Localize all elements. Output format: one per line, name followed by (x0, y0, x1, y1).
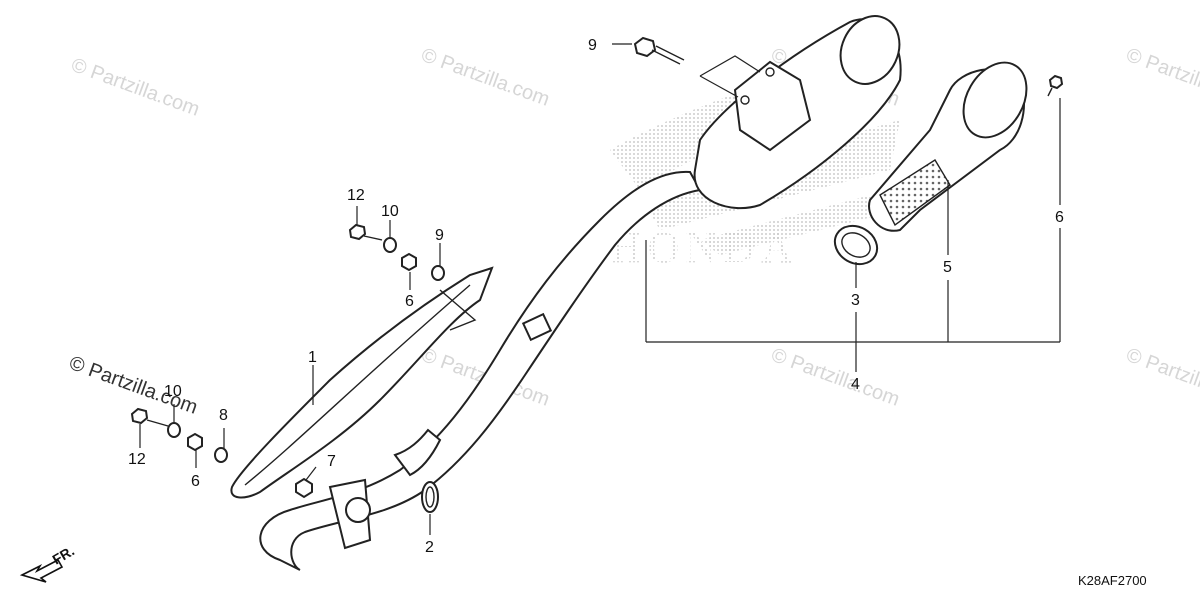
diagram-code: K28AF2700 (1078, 573, 1147, 588)
callout-10-upper: 10 (381, 203, 399, 220)
honda-wordmark: HONDA (610, 223, 799, 272)
watermark: © Partzilla.com (1123, 44, 1200, 111)
bolt-part-7 (1047, 74, 1064, 97)
callout-9-lower: 8 (219, 407, 228, 424)
callout-6-upper: 6 (405, 293, 414, 310)
callout-4: 4 (851, 376, 860, 393)
callout-5: 5 (943, 259, 952, 276)
callout-3: 3 (851, 292, 860, 309)
muffler-part (693, 15, 902, 210)
gasket-part-2 (421, 481, 439, 513)
callout-6-lower: 6 (191, 473, 200, 490)
callout-labels: 9 3 4 5 6 1 2 7 12 10 9 6 10 8 12 6 (128, 37, 1064, 556)
watermark: © Partzilla.com (1123, 344, 1200, 411)
leader-lines (139, 43, 1061, 535)
gasket-part-3 (833, 224, 879, 266)
bolt-part-11 (633, 36, 685, 65)
callout-12-lower: 12 (128, 451, 146, 468)
callout-2: 2 (425, 539, 434, 556)
nut-part-8 (295, 477, 313, 499)
watermark: © Partzilla.com (68, 54, 202, 121)
tail-pipe-part (868, 61, 1028, 232)
callout-7: 6 (1055, 209, 1064, 226)
callout-12-upper: 12 (347, 187, 365, 204)
callout-8: 7 (327, 453, 336, 470)
watermark: © Partzilla.com (418, 44, 552, 111)
front-direction-indicator: FR. (19, 542, 77, 583)
upper-fastener-set (348, 223, 445, 281)
watermark: © Partzilla.com (768, 344, 902, 411)
callout-9-upper: 9 (435, 227, 444, 244)
lower-fastener-set (130, 407, 228, 463)
callout-1: 1 (308, 349, 317, 366)
heat-shield-part (230, 266, 494, 499)
callout-10-lower: 10 (164, 383, 182, 400)
callout-11: 9 (588, 37, 597, 54)
